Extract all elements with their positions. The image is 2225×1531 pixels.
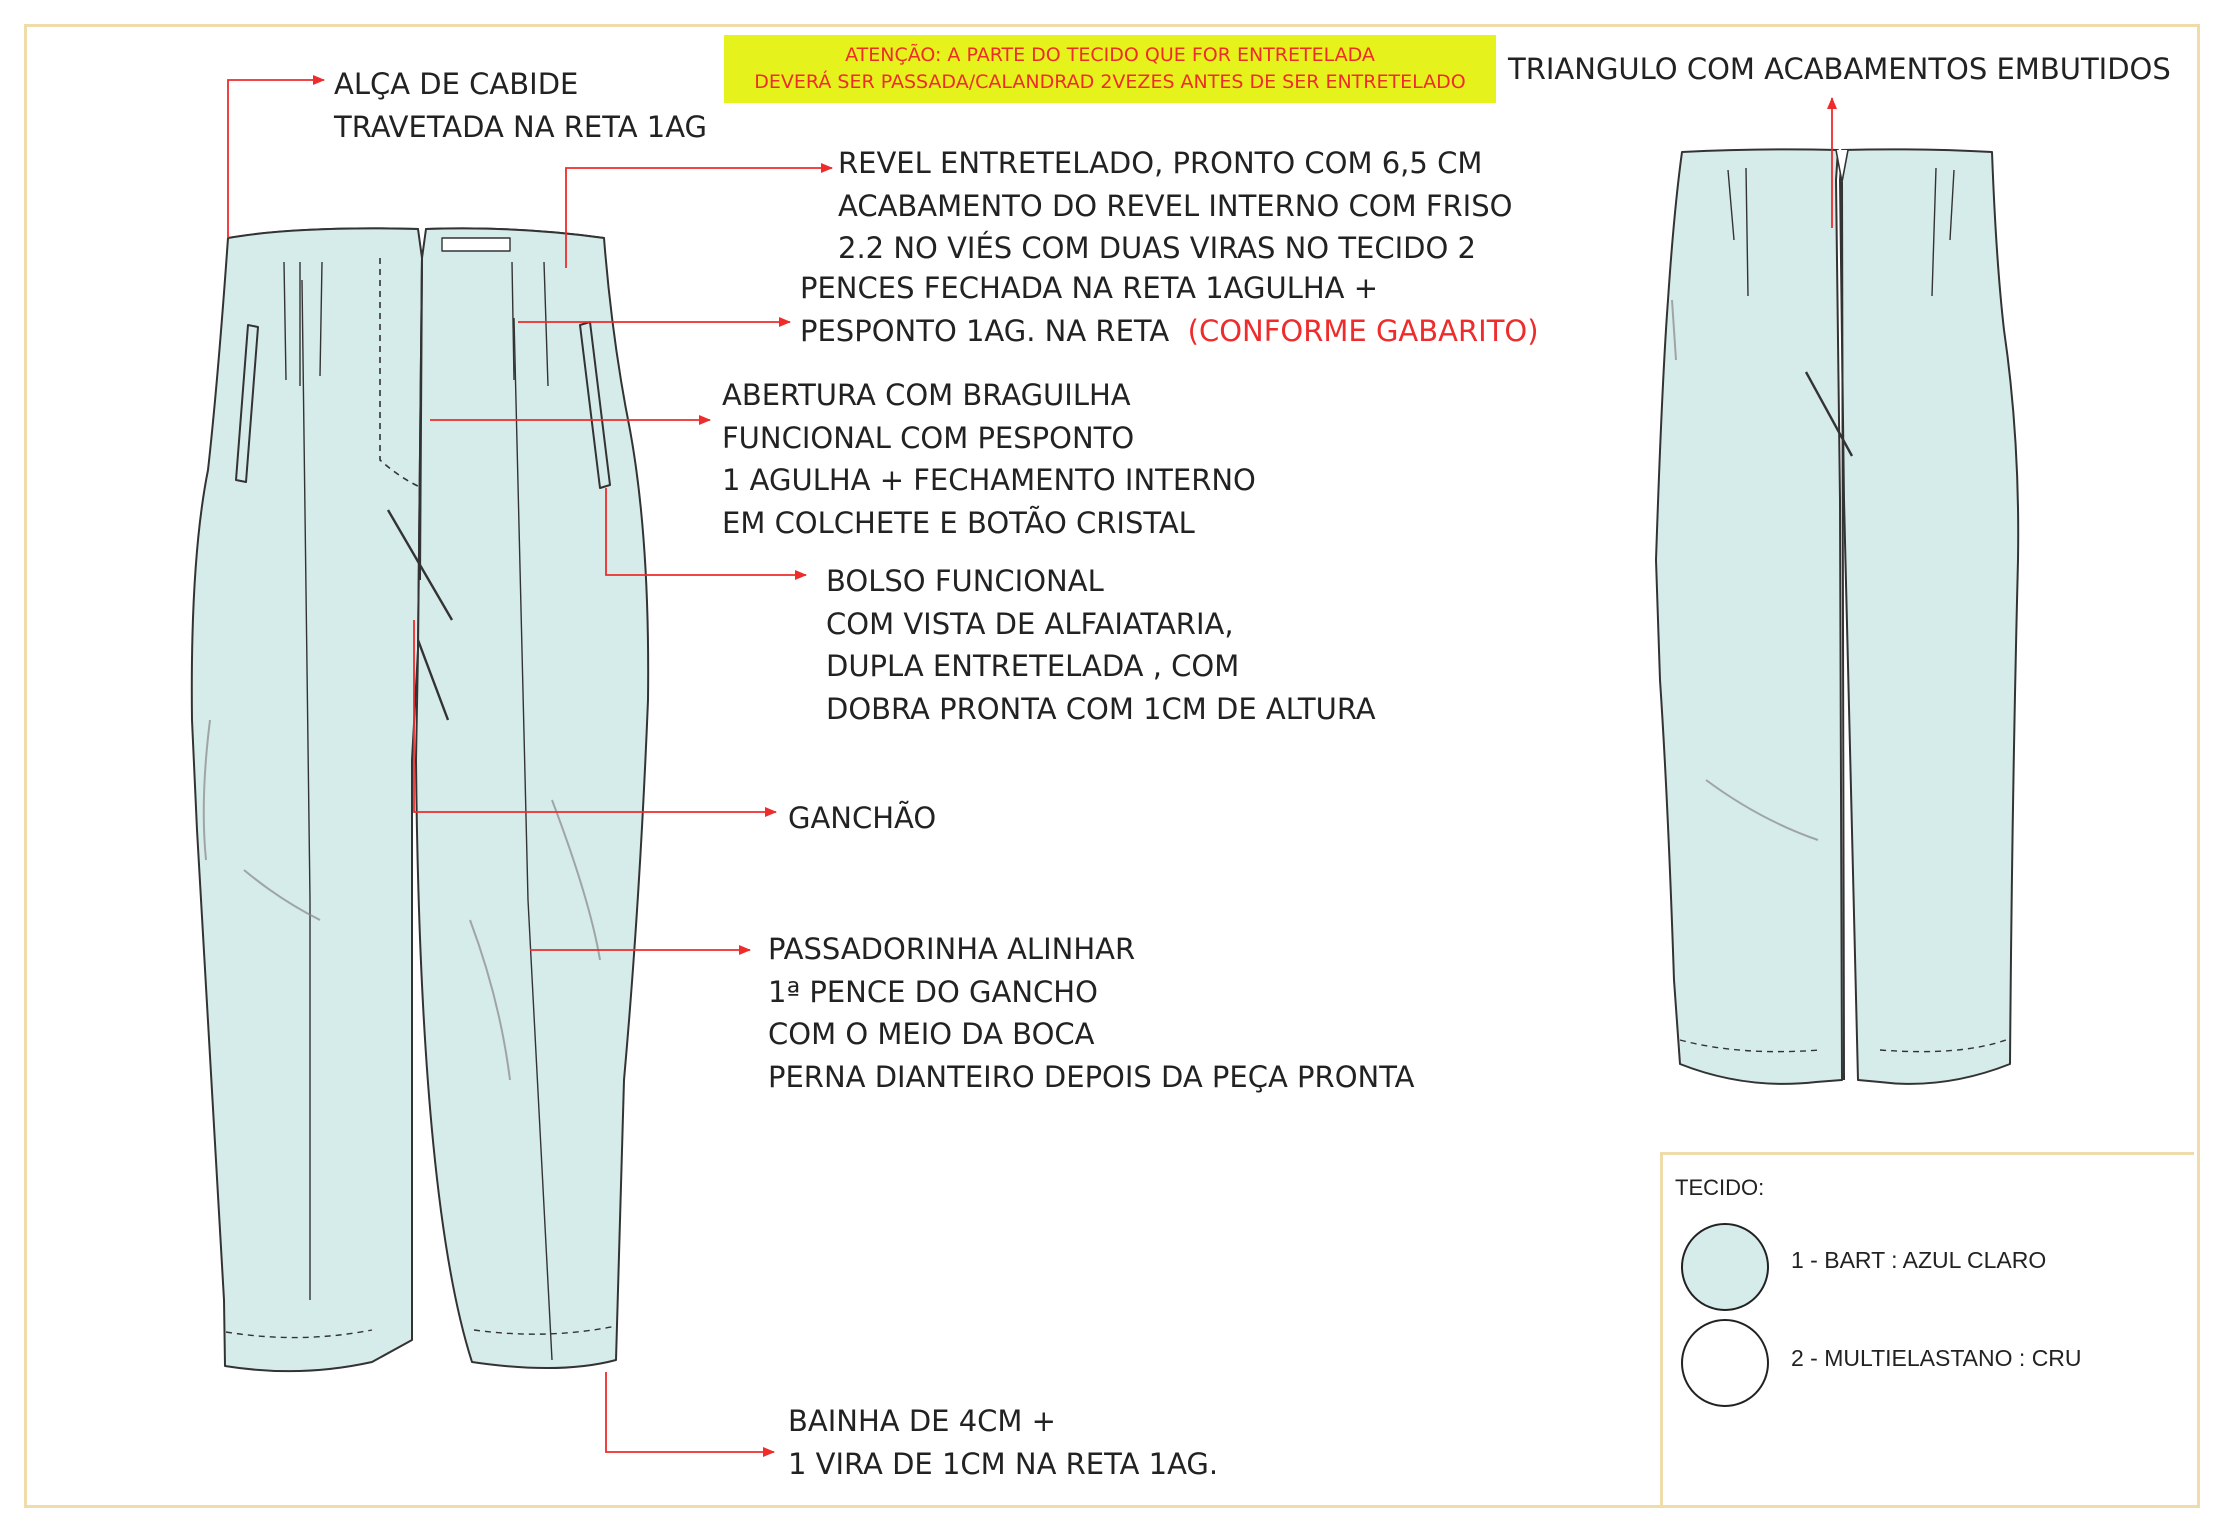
- leader-lines: [227, 75, 1837, 1457]
- leader-pocket: [605, 488, 807, 580]
- fabric-swatch-1: [1681, 1223, 1769, 1311]
- back-right-leg: [1839, 148, 2020, 1085]
- annotation-back-triangle: TRIANGULO COM ACABAMENTOS EMBUTIDOS: [1508, 52, 2171, 86]
- annotation-crease: PASSADORINHA ALINHAR 1ª PENCE DO GANCHO …: [768, 932, 1415, 1094]
- annotation-hem: BAINHA DE 4CM + 1 VIRA DE 1CM NA RETA 1A…: [788, 1404, 1219, 1481]
- legend-title: TECIDO:: [1675, 1175, 1765, 1200]
- front-pocket-left: [235, 324, 259, 483]
- front-right-leg: [415, 227, 650, 1370]
- annotation-fly: ABERTURA COM BRAGUILHA FUNCIONAL COM PES…: [722, 378, 1256, 540]
- fabric-label-1: 1 - BART : AZUL CLARO: [1791, 1247, 2047, 1273]
- annotation-pocket: BOLSO FUNCIONAL COM VISTA DE ALFAIATARIA…: [826, 564, 1376, 726]
- annotation-pleats: PENCES FECHADA NA RETA 1AGULHA + PESPONT…: [800, 271, 1539, 348]
- back-left-leg: [1655, 148, 1843, 1085]
- front-fly-edge: [419, 257, 423, 581]
- annotation-crotch: GANCHÃO: [788, 801, 937, 835]
- waistband-label: [441, 237, 511, 252]
- front-pocket-right: [579, 321, 611, 489]
- pleats-template-note: (CONFORME GABARITO): [1187, 313, 1539, 348]
- fabric-label-2: 2 - MULTIELASTANO : CRU: [1791, 1345, 2082, 1371]
- leader-hanger-loop: [227, 75, 325, 238]
- front-fly-stitch: [379, 258, 423, 489]
- front-hem-stitch-right: [473, 1325, 617, 1335]
- annotation-facing: REVEL ENTRETELADO, PRONTO COM 6,5 CM ACA…: [838, 146, 1513, 265]
- leader-hem: [605, 1372, 775, 1457]
- warning-line-2: DEVERÁ SER PASSADA/CALANDRAD 2VEZES ANTE…: [754, 71, 1466, 93]
- fabric-legend: TECIDO: 1 - BART : AZUL CLARO 2 - MULTIE…: [1660, 1152, 2194, 1506]
- front-trousers: [190, 227, 650, 1373]
- front-crease-right: [513, 317, 553, 1361]
- warning-banner: ATENÇÃO: A PARTE DO TECIDO QUE FOR ENTRE…: [724, 35, 1496, 103]
- annotation-hanger-loop: ALÇA DE CABIDE TRAVETADA NA RETA 1AG: [334, 67, 708, 144]
- back-trousers: [1655, 148, 2020, 1085]
- front-crease-left: [301, 279, 311, 1300]
- front-left-leg: [190, 227, 423, 1373]
- sheet-frame: [24, 24, 2200, 1508]
- fabric-swatch-2: [1681, 1319, 1769, 1407]
- leader-crotch: [413, 620, 777, 817]
- leader-facing: [565, 163, 833, 268]
- warning-line-1: ATENÇÃO: A PARTE DO TECIDO QUE FOR ENTRE…: [845, 44, 1375, 66]
